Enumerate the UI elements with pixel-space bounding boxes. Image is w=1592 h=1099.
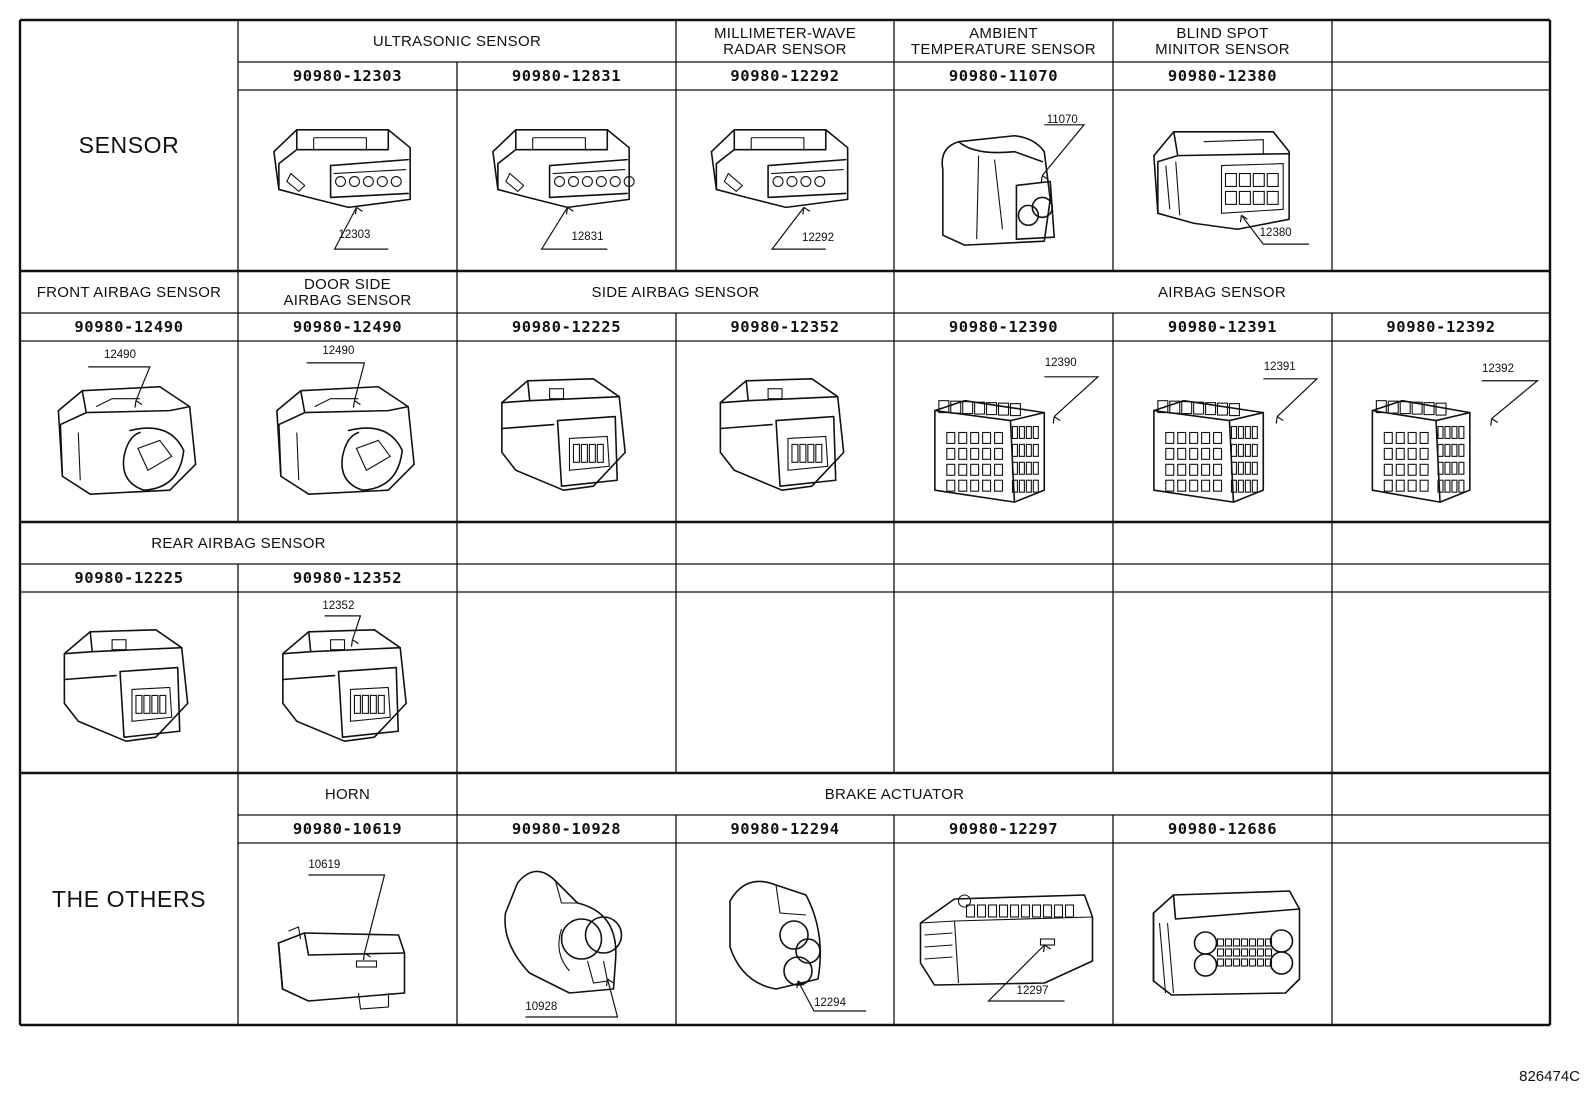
category-label: THE OTHERS [51,885,207,912]
group-title: BRAKE ACTUATOR [824,785,965,803]
group-title: REAR AIRBAG SENSOR [151,534,326,552]
connector-callout-label: 11070 [1046,113,1078,126]
connector-drawing [1153,378,1319,503]
connector-callout-label: 12490 [322,344,355,357]
connector-drawing [1371,380,1540,503]
group-title: AMBIENT TEMPERATURE SENSOR [910,24,1097,58]
part-number: 90980-12292 [730,66,840,85]
connector-drawing [492,128,635,250]
connector-drawing [273,128,411,250]
part-number [1332,815,1550,843]
part-number: 90980-12686 [1167,819,1278,838]
connector-callout-label: 12294 [814,997,846,1009]
connector-callout-label: 12391 [1263,360,1296,373]
connector-callout-label: 12392 [1482,362,1514,375]
part-number: 90980-12490 [74,317,184,336]
part-number: 90980-12352 [292,568,403,587]
connector-callout-label: 12380 [1259,227,1292,240]
connector-drawing [941,124,1086,246]
connector-drawing [57,366,197,495]
part-number: 90980-12391 [1167,317,1278,336]
connector-drawing [934,376,1100,503]
group-title: FRONT AIRBAG SENSOR [36,283,222,301]
group-title [894,523,1113,565]
connector-drawing [1153,130,1310,245]
connector-drawing [719,377,845,491]
connector-callout-label: 12292 [802,232,834,245]
connector-drawing [729,880,866,1012]
connector-drawing [282,615,407,742]
connector-callout-label: 12303 [338,229,371,242]
part-number: 90980-12297 [948,819,1059,838]
connector-callout-label: 12490 [104,348,136,361]
part-number [676,564,894,592]
group-title: ULTRASONIC SENSOR [372,32,542,50]
part-number: 90980-12303 [292,66,403,85]
part-number [894,564,1113,592]
group-title [1332,523,1550,565]
part-number: 90980-12225 [74,568,184,587]
part-number: 90980-12380 [1167,66,1278,85]
part-number [1332,564,1550,592]
connector-drawing [276,362,415,495]
part-number: 90980-11070 [948,66,1059,85]
connector-drawing [504,870,623,1018]
group-title: AIRBAG SENSOR [1157,283,1287,301]
group-title [457,523,676,565]
group-title [1332,21,1550,63]
connector-callout-label: 10928 [525,1001,558,1013]
connector-drawing [710,128,849,250]
part-number: 90980-12352 [730,317,840,336]
connector-callout-label: 10619 [308,859,341,871]
connector-drawing [63,628,189,742]
connector-callout-label: 12831 [571,231,604,244]
group-title: SIDE AIRBAG SENSOR [591,283,760,301]
part-number: 90980-12390 [948,317,1059,336]
part-number: 90980-12392 [1386,317,1496,336]
connector-drawing [277,874,406,1010]
connector-drawing [1152,890,1301,996]
connector-drawing [919,894,1094,1002]
group-title [1113,523,1332,565]
group-title: BLIND SPOT MINITOR SENSOR [1155,24,1290,58]
part-number: 90980-10619 [292,819,403,838]
group-title [676,523,894,565]
part-number: 90980-10928 [511,819,622,838]
connector-drawing [501,377,626,491]
part-number [1332,62,1550,90]
group-title [1332,774,1550,816]
part-number [1113,564,1332,592]
group-title: HORN [324,785,371,803]
group-title: MILLIMETER-WAVE RADAR SENSOR [713,24,856,58]
category-label: SENSOR [78,132,180,159]
drawing-code: 826474C [1519,1068,1580,1085]
part-number: 90980-12294 [730,819,840,838]
part-number: 90980-12490 [292,317,403,336]
part-number: 90980-12831 [511,66,622,85]
connector-callout-label: 12297 [1016,985,1049,997]
part-number [457,564,676,592]
part-number: 90980-12225 [511,317,622,336]
connector-callout-label: 12352 [322,599,355,612]
connector-callout-label: 12390 [1044,356,1077,369]
group-title: DOOR SIDE AIRBAG SENSOR [283,275,412,309]
